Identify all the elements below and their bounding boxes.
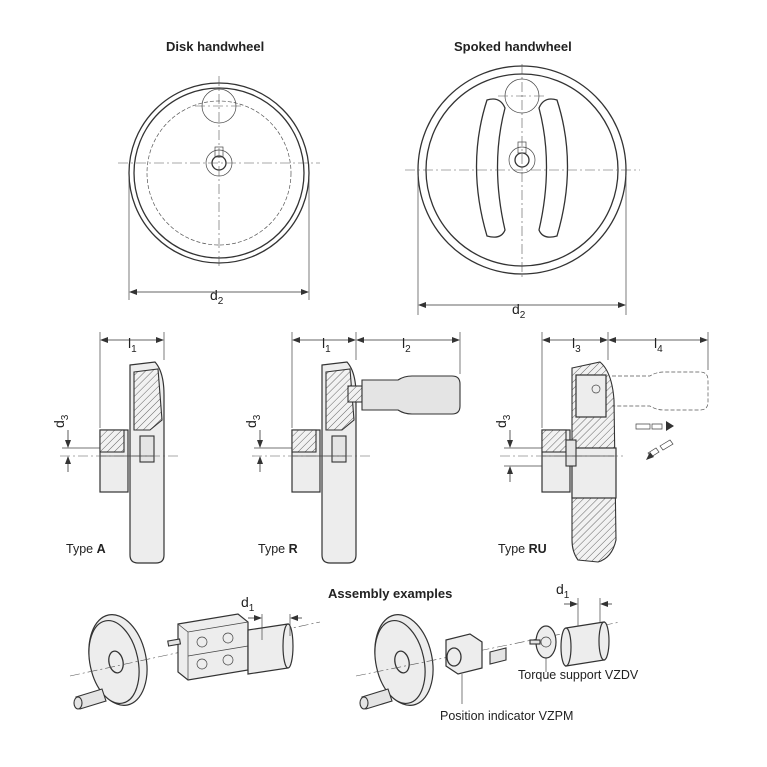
right-d1-label: d1 xyxy=(556,581,570,601)
type-ru-dimensions xyxy=(504,332,709,482)
right-assembly-example xyxy=(355,614,621,710)
type-r-dimensions xyxy=(254,332,461,472)
type-a-dimensions xyxy=(62,332,165,472)
left-assembly-example xyxy=(69,613,321,710)
left-d1-dimension xyxy=(248,614,302,640)
type-r-label: Type R xyxy=(258,542,298,556)
type-r-l2-label: l2 xyxy=(402,335,411,355)
spoked-handwheel-front-view xyxy=(405,64,640,280)
type-ru-d3-label: d3 xyxy=(493,414,513,428)
type-a-label: Type A xyxy=(66,542,106,556)
spoked-d2-dimension xyxy=(417,175,627,315)
spoked-handwheel-title: Spoked handwheel xyxy=(454,39,572,54)
type-ru-l3-label: l3 xyxy=(572,335,581,355)
type-ru-l4-label: l4 xyxy=(654,335,663,355)
disk-d2-label: d2 xyxy=(210,287,224,307)
disk-d2-dimension xyxy=(128,178,310,300)
type-r-side-view xyxy=(252,361,461,564)
position-indicator-callout: Position indicator VZPM xyxy=(440,709,573,723)
type-ru-side-view xyxy=(500,361,709,563)
assembly-examples-title: Assembly examples xyxy=(328,586,452,601)
type-a-side-view xyxy=(60,361,178,564)
torque-support-callout: Torque support VZDV xyxy=(518,668,639,682)
left-d1-label: d1 xyxy=(241,594,255,614)
type-a-l1-label: l1 xyxy=(128,335,137,355)
type-r-l1-label: l1 xyxy=(322,335,331,355)
type-r-d3-label: d3 xyxy=(243,414,263,428)
spoked-d2-label: d2 xyxy=(512,301,526,321)
disk-handwheel-title: Disk handwheel xyxy=(166,39,264,54)
right-d1-dimension xyxy=(564,598,612,626)
type-a-d3-label: d3 xyxy=(51,414,71,428)
type-ru-label: Type RU xyxy=(498,542,547,556)
disk-handwheel-front-view xyxy=(118,76,320,268)
